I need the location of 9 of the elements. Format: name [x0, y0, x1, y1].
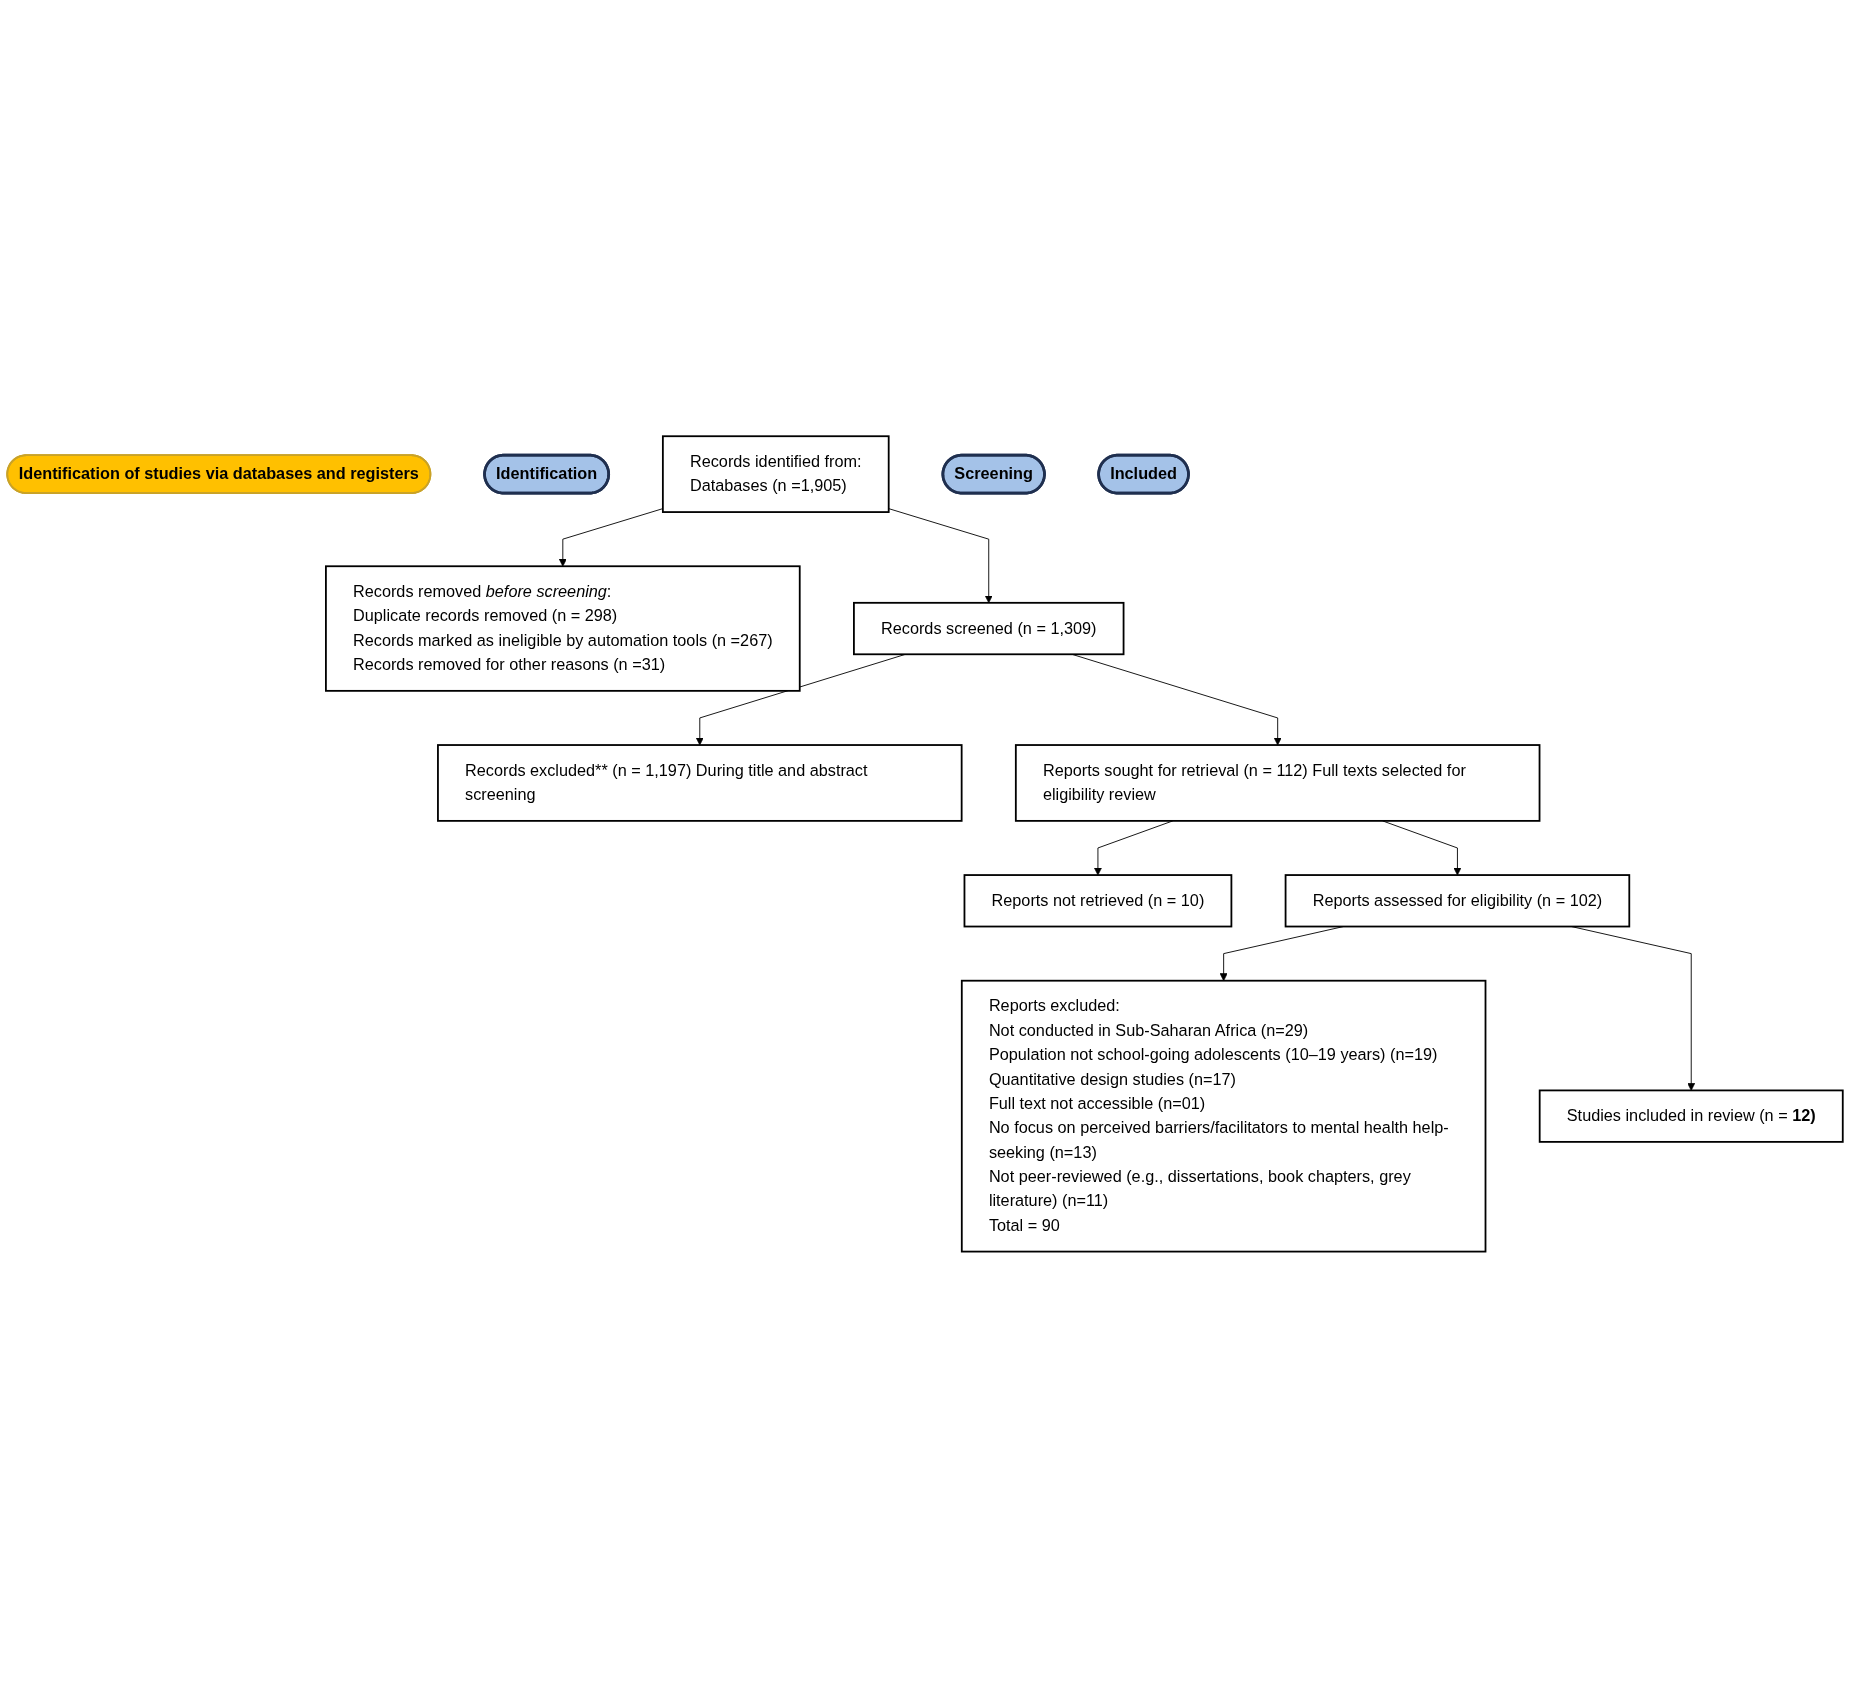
- node-box: Reports not retrieved (n = 10): [963, 873, 1233, 928]
- node-box: Reports assessed for eligibility (n = 102): [1284, 873, 1631, 928]
- node-box: Reports excluded: Not conducted in Sub-Saharan Africa (n=29) Population not school-going adolescents (10–19 years) (n=19) Quantitative design studies (n=17) Full text not accessible (n=01) No focus on perceived barriers/facilitators to mental health help-seeking (n=13) Not peer-reviewed (e.g., dissertations, book chapters, grey literature) (n=11) Total = 90: [960, 979, 1487, 1253]
- node-box: Records removed before screening: Duplicate records removed (n = 298) Records marked as ineligible by automation tools (n =267) Records removed for other reasons (n =31): [325, 564, 801, 692]
- node-box: Records screened (n = 1,309): [853, 601, 1125, 655]
- node-box: Studies included in review (n = 12): [1538, 1089, 1844, 1143]
- node-box: Reports sought for retrieval (n = 112) Full texts selected for eligibility review: [1014, 743, 1541, 822]
- node-box: Records excluded** (n = 1,197) During title and abstract screening: [437, 743, 963, 822]
- node-box: Records identified from: Databases (n =1,905): [661, 434, 890, 513]
